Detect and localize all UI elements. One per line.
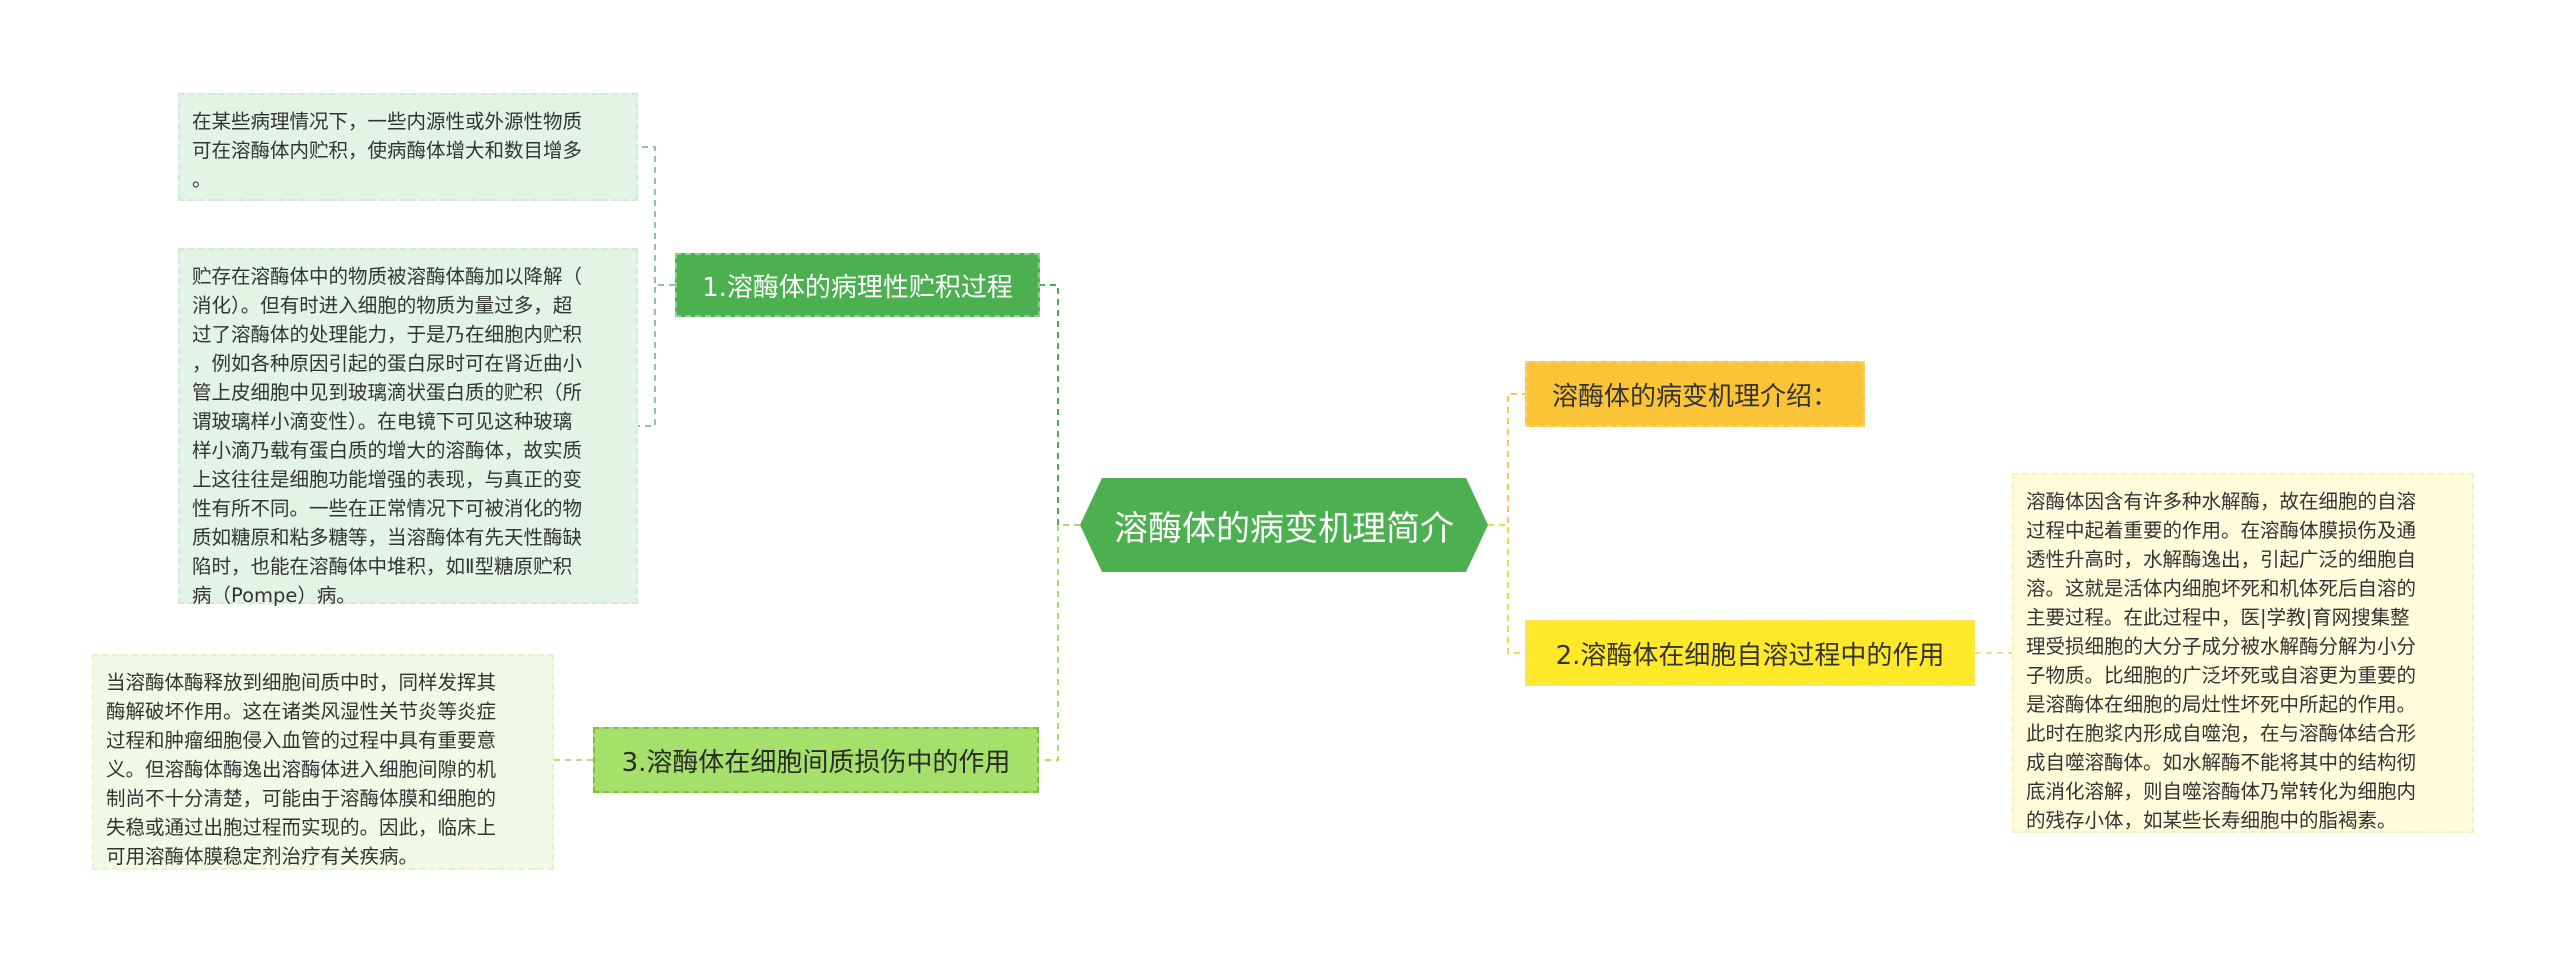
note-line: 子物质。比细胞的广泛坏死或自溶更为重要的 xyxy=(2026,664,2417,687)
leaf-note-storage-intro[interactable]: 在某些病理情况下，一些内源性或外源性物质 可在溶酶体内贮积，使病酶体增大和数目增… xyxy=(178,93,638,201)
note-line: 理受损细胞的大分子成分被水解酶分解为小分 xyxy=(2026,635,2417,658)
link-root-b2 xyxy=(1488,524,1525,654)
note-line: 此时在胞浆内形成自噬泡，在与溶酶体结合形 xyxy=(2026,722,2417,745)
note-line: 在某些病理情况下，一些内源性或外源性物质 xyxy=(192,110,583,133)
note-line: ，例如各种原因引起的蛋白尿时可在肾近曲小 xyxy=(192,352,583,375)
leaf-note-interstitial[interactable]: 当溶酶体酶释放到细胞间质中时，同样发挥其 酶解破坏作用。这在诸类风湿性关节炎等炎… xyxy=(92,654,554,870)
note-line: 过程中起着重要的作用。在溶酶体膜损伤及通 xyxy=(2026,519,2417,542)
branch-mechanism-intro[interactable]: 溶酶体的病变机理介绍： xyxy=(1525,361,1865,427)
leaf-note-autolysis[interactable]: 溶酶体因含有许多种水解酶，故在细胞的自溶 过程中起着重要的作用。在溶酶体膜损伤及… xyxy=(2012,473,2474,833)
branch-interstitial-damage[interactable]: 3.溶酶体在细胞间质损伤中的作用 xyxy=(593,727,1039,793)
note-line: 管上皮细胞中见到玻璃滴状蛋白质的贮积（所 xyxy=(192,381,583,404)
note-line: 质如糖原和粘多糖等，当溶酶体有先天性酶缺 xyxy=(192,526,583,549)
note-line: 贮存在溶酶体中的物质被溶酶体酶加以降解（ xyxy=(192,265,583,288)
link-b1-l2 xyxy=(638,284,675,427)
note-line: 性有所不同。一些在正常情况下可被消化的物 xyxy=(192,497,583,520)
note-line: 是溶酶体在细胞的局灶性坏死中所起的作用。 xyxy=(2026,693,2417,716)
branch-label: 1.溶酶体的病理性贮积过程 xyxy=(702,272,1013,303)
branch-label: 3.溶酶体在细胞间质损伤中的作用 xyxy=(621,747,1011,778)
root-topic[interactable]: 溶酶体的病变机理简介 xyxy=(1080,478,1488,572)
leaf-note-storage-detail[interactable]: 贮存在溶酶体中的物质被溶酶体酶加以降解（ 消化）。但有时进入细胞的物质为量过多，… xyxy=(178,248,638,607)
note-line: 病（Pompe）病。 xyxy=(192,584,356,607)
note-line: 义。但溶酶体酶逸出溶酶体进入细胞间隙的机 xyxy=(106,758,497,781)
note-line: 成自噬溶酶体。如水解酶不能将其中的结构彻 xyxy=(2026,751,2417,774)
note-line: 可用溶酶体膜稳定剂治疗有关疾病。 xyxy=(106,845,419,868)
note-line: 可在溶酶体内贮积，使病酶体增大和数目增多 xyxy=(192,139,583,162)
note-line: 的残存小体，如某些长寿细胞中的脂褐素。 xyxy=(2026,809,2397,832)
note-line: 制尚不十分清楚，可能由于溶酶体膜和细胞的 xyxy=(106,787,497,810)
note-line: 当溶酶体酶释放到细胞间质中时，同样发挥其 xyxy=(106,671,497,694)
link-b1-l1 xyxy=(638,146,675,286)
note-line: 透性升高时，水解酶逸出，引起广泛的细胞自 xyxy=(2026,548,2417,571)
branch-pathological-storage[interactable]: 1.溶酶体的病理性贮积过程 xyxy=(675,253,1040,317)
root-topic-label: 溶酶体的病变机理简介 xyxy=(1114,508,1454,549)
note-line: 谓玻璃样小滴变性）。在电镜下可见这种玻璃 xyxy=(192,410,573,433)
branch-autolysis-role[interactable]: 2.溶酶体在细胞自溶过程中的作用 xyxy=(1525,620,1975,686)
note-line: 。 xyxy=(192,168,212,191)
note-line: 失稳或通过出胞过程而实现的。因此，临床上 xyxy=(106,816,497,839)
branch-label: 溶酶体的病变机理介绍： xyxy=(1551,381,1838,412)
link-root-b3 xyxy=(1040,524,1080,761)
branch-label: 2.溶酶体在细胞自溶过程中的作用 xyxy=(1555,640,1945,671)
note-line: 消化）。但有时进入细胞的物质为量过多，超 xyxy=(192,294,573,317)
note-line: 过了溶酶体的处理能力，于是乃在细胞内贮积 xyxy=(192,323,583,346)
link-root-b1 xyxy=(1040,284,1080,526)
note-line: 陷时，也能在溶酶体中堆积，如Ⅱ型糖原贮积 xyxy=(192,555,573,578)
note-line: 溶酶体因含有许多种水解酶，故在细胞的自溶 xyxy=(2026,490,2417,513)
note-line: 底消化溶解，则自噬溶酶体乃常转化为细胞内 xyxy=(2026,780,2417,803)
note-line: 过程和肿瘤细胞侵入血管的过程中具有重要意 xyxy=(106,729,497,752)
note-line: 主要过程。在此过程中，医|学教|育网搜集整 xyxy=(2026,606,2410,629)
note-line: 酶解破坏作用。这在诸类风湿性关节炎等炎症 xyxy=(106,700,497,723)
note-line: 溶。这就是活体内细胞坏死和机体死后自溶的 xyxy=(2026,577,2417,600)
link-root-b4 xyxy=(1488,393,1525,526)
note-line: 样小滴乃载有蛋白质的增大的溶酶体，故实质 xyxy=(192,439,583,462)
note-line: 上这往往是细胞功能增强的表现，与真正的变 xyxy=(192,468,583,491)
